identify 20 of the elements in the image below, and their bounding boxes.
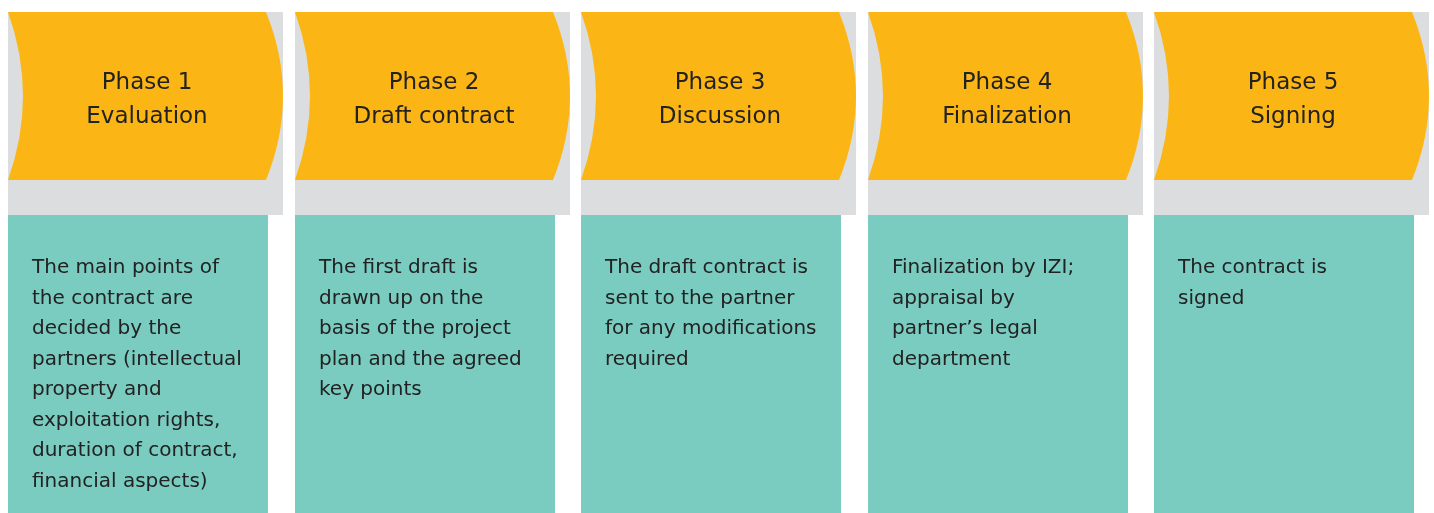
description-text: The draft contract is sent to the partner for any modifications required bbox=[605, 253, 818, 372]
phase-title: Evaluation bbox=[85, 101, 209, 130]
description-card bbox=[295, 215, 555, 513]
phase-title: Finalization bbox=[941, 101, 1073, 130]
description-text: The first draft is drawn up on the basis of the project plan and the agreed key points bbox=[319, 253, 523, 402]
phase-number: Phase 2 bbox=[387, 67, 481, 96]
description-text: The main points of the contract are decided by the partners (intellectual property and exploitation rights, duration of contract, financial aspects) bbox=[32, 253, 243, 494]
description-card bbox=[8, 215, 268, 513]
phase-title: Draft contract bbox=[352, 101, 516, 130]
description-text: Finalization by IZI; appraisal by partner’s legal department bbox=[892, 253, 1076, 372]
phase-title: Signing bbox=[1249, 101, 1337, 130]
phase-title: Discussion bbox=[657, 101, 783, 130]
description-card bbox=[581, 215, 841, 513]
description-card bbox=[868, 215, 1128, 513]
phase-number: Phase 3 bbox=[673, 67, 767, 96]
description-text: The contract is signed bbox=[1178, 253, 1328, 311]
description-card bbox=[1154, 215, 1414, 513]
phase-number: Phase 1 bbox=[100, 67, 194, 96]
phase-number: Phase 5 bbox=[1246, 67, 1340, 96]
phase-number: Phase 4 bbox=[960, 67, 1054, 96]
